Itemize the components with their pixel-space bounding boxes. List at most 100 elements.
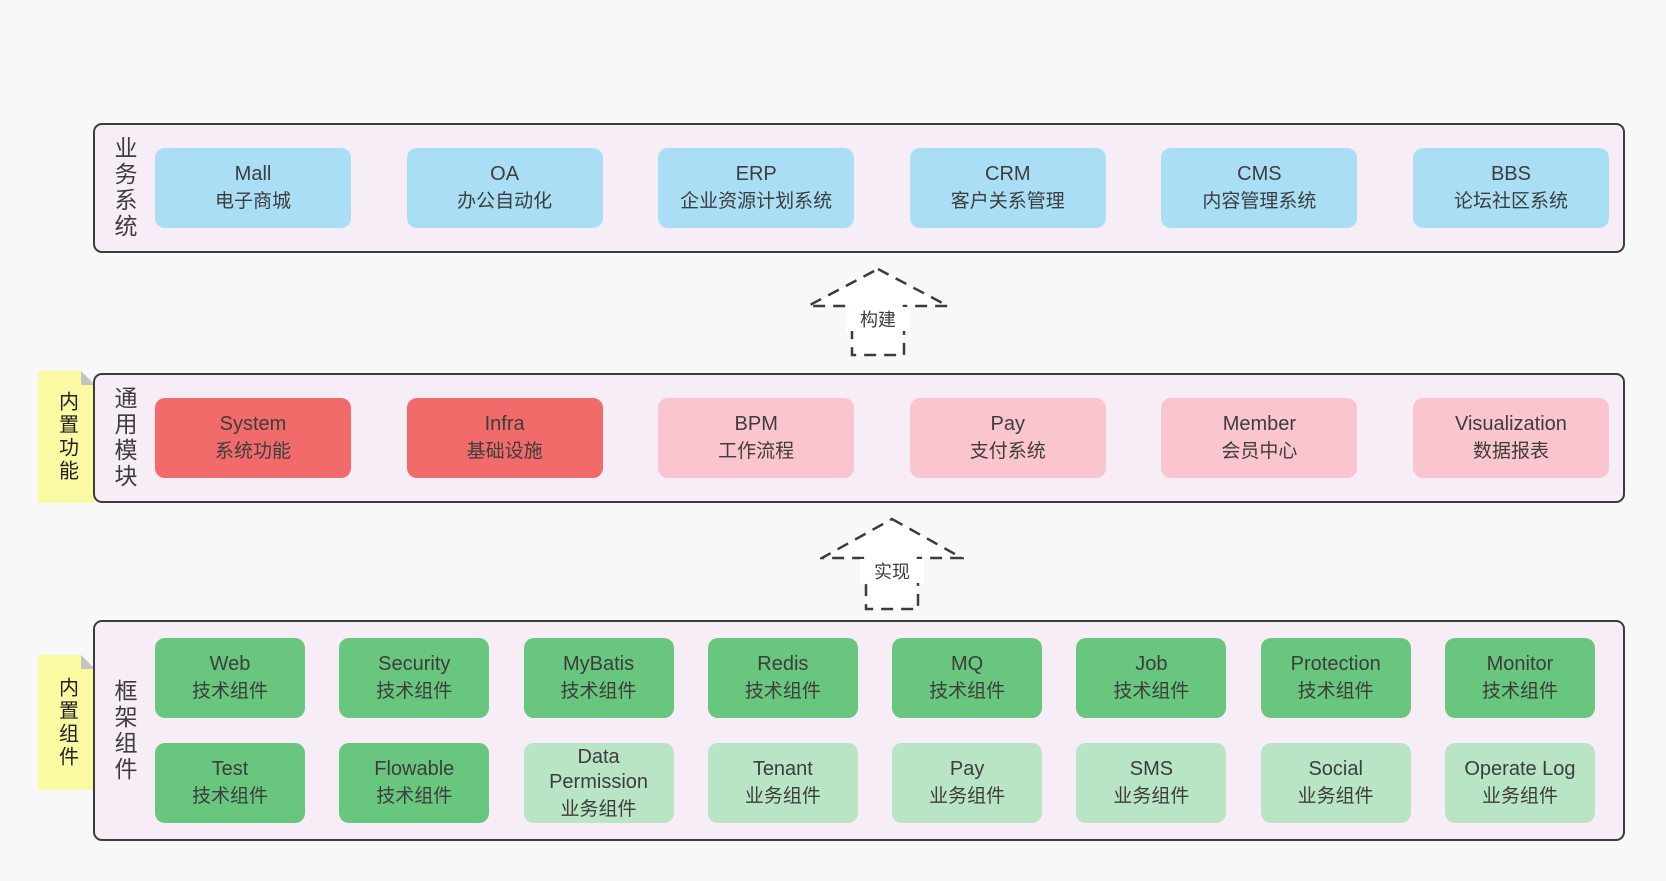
box-bpm: BPM 工作流程 bbox=[658, 398, 855, 478]
box-title: Flowable bbox=[374, 758, 455, 781]
folded-corner-icon bbox=[81, 371, 95, 385]
box-job: Job 技术组件 bbox=[1076, 638, 1227, 718]
box-title: BPM bbox=[734, 413, 778, 436]
note-built-in-components: 内置组件 bbox=[38, 655, 95, 790]
box-title: SMS bbox=[1129, 758, 1174, 781]
box-title: Mall bbox=[234, 163, 272, 186]
box-member: Member 会员中心 bbox=[1161, 398, 1358, 478]
box-security: Security 技术组件 bbox=[339, 638, 490, 718]
box-pay: Pay 支付系统 bbox=[909, 398, 1106, 478]
business-boxes-row: Mall 电子商城 OA 办公自动化 ERP 企业资源计划系统 CRM 客户关系… bbox=[155, 148, 1609, 228]
box-subtitle: 技术组件 bbox=[744, 681, 821, 703]
box-subtitle: 工作流程 bbox=[718, 441, 795, 463]
box-subtitle: 技术组件 bbox=[376, 786, 453, 808]
note-body bbox=[38, 371, 95, 503]
box-subtitle: 论坛社区系统 bbox=[1453, 191, 1568, 213]
box-subtitle: 数据报表 bbox=[1472, 441, 1549, 463]
box-flowable: Flowable 技术组件 bbox=[339, 743, 490, 823]
box-title: Redis bbox=[757, 653, 809, 676]
components-row-2: Test 技术组件 Flowable 技术组件 Data Permission … bbox=[155, 743, 1595, 823]
box-mybatis: MyBatis 技术组件 bbox=[523, 638, 674, 718]
box-title: Protection bbox=[1290, 653, 1381, 676]
box-cms: CMS 内容管理系统 bbox=[1161, 148, 1358, 228]
box-subtitle: 业务组件 bbox=[744, 786, 821, 808]
box-subtitle: 技术组件 bbox=[1113, 681, 1190, 703]
box-title: Pay bbox=[949, 758, 985, 781]
build-arrow-icon: 构建 bbox=[807, 267, 949, 357]
box-title: CMS bbox=[1237, 163, 1282, 186]
box-title: Visualization bbox=[1455, 413, 1567, 436]
box-erp: ERP 企业资源计划系统 bbox=[658, 148, 855, 228]
box-protection: Protection 技术组件 bbox=[1260, 638, 1411, 718]
arrow-label-bg bbox=[860, 559, 924, 583]
note-label: 内置功能 bbox=[55, 391, 78, 483]
band-label-business: 业务系统 bbox=[111, 136, 137, 240]
arrow-label: 实现 bbox=[874, 562, 910, 582]
box-system: System 系统功能 bbox=[155, 398, 351, 478]
box-subtitle: 业务组件 bbox=[560, 798, 637, 820]
box-subtitle: 内容管理系统 bbox=[1202, 191, 1317, 213]
arrow-label: 构建 bbox=[860, 310, 896, 330]
box-infra: Infra 基础设施 bbox=[406, 398, 603, 478]
box-subtitle: 技术组件 bbox=[560, 681, 637, 703]
box-title: Security bbox=[378, 653, 451, 676]
note-body bbox=[38, 655, 95, 790]
box-social: Social 业务组件 bbox=[1260, 743, 1411, 823]
box-title: Test bbox=[211, 758, 249, 781]
box-tenant: Tenant 业务组件 bbox=[707, 743, 858, 823]
framework-components-band: 框架组件 Web 技术组件 Security 技术组件 MyBatis 技术组件… bbox=[93, 620, 1625, 841]
box-title: Member bbox=[1222, 413, 1297, 436]
note-label: 内置组件 bbox=[55, 676, 78, 769]
box-subtitle: 系统功能 bbox=[214, 441, 291, 463]
box-title: OA bbox=[490, 163, 520, 186]
box-title: Operate Log bbox=[1464, 758, 1576, 781]
box-subtitle: 企业资源计划系统 bbox=[680, 191, 833, 213]
box-subtitle: 会员中心 bbox=[1221, 441, 1298, 463]
components-boxes-grid: Web 技术组件 Security 技术组件 MyBatis 技术组件 Redi… bbox=[155, 638, 1595, 823]
band-label-modules: 通用模块 bbox=[111, 386, 137, 490]
box-data-permission: Data Permission 业务组件 bbox=[523, 743, 674, 823]
box-title: Data Permission bbox=[549, 745, 649, 793]
box-subtitle: 技术组件 bbox=[1297, 681, 1374, 703]
box-subtitle: 技术组件 bbox=[376, 681, 453, 703]
arrow-label-bg bbox=[846, 307, 910, 331]
common-modules-band: 通用模块 System 系统功能 Infra 基础设施 BPM 工作流程 Pay… bbox=[93, 373, 1625, 503]
box-operate-log: Operate Log 业务组件 bbox=[1444, 743, 1595, 823]
box-oa: OA 办公自动化 bbox=[406, 148, 603, 228]
box-subtitle: 基础设施 bbox=[466, 441, 543, 463]
box-pay-component: Pay 业务组件 bbox=[892, 743, 1043, 823]
box-test: Test 技术组件 bbox=[155, 743, 305, 823]
box-title: Monitor bbox=[1486, 653, 1554, 676]
box-title: Social bbox=[1308, 758, 1363, 781]
box-redis: Redis 技术组件 bbox=[707, 638, 858, 718]
box-title: Pay bbox=[990, 413, 1026, 436]
folded-corner-icon bbox=[81, 655, 95, 669]
box-title: MyBatis bbox=[563, 653, 635, 676]
box-mq: MQ 技术组件 bbox=[892, 638, 1043, 718]
box-title: Infra bbox=[484, 413, 525, 436]
box-title: System bbox=[219, 413, 287, 436]
box-title: Job bbox=[1135, 653, 1168, 676]
implement-arrow-icon: 实现 bbox=[820, 517, 964, 611]
box-title: ERP bbox=[735, 163, 777, 186]
box-title: Web bbox=[209, 653, 251, 676]
box-subtitle: 业务组件 bbox=[1113, 786, 1190, 808]
note-built-in-features: 内置功能 bbox=[38, 371, 95, 503]
box-subtitle: 电子商城 bbox=[214, 191, 291, 213]
box-subtitle: 客户关系管理 bbox=[950, 191, 1065, 213]
box-subtitle: 业务组件 bbox=[929, 786, 1006, 808]
business-systems-band: 业务系统 Mall 电子商城 OA 办公自动化 ERP 企业资源计划系统 CRM… bbox=[93, 123, 1625, 253]
box-subtitle: 技术组件 bbox=[191, 681, 268, 703]
box-subtitle: 办公自动化 bbox=[457, 191, 553, 213]
components-row-1: Web 技术组件 Security 技术组件 MyBatis 技术组件 Redi… bbox=[155, 638, 1595, 718]
box-subtitle: 技术组件 bbox=[929, 681, 1006, 703]
box-crm: CRM 客户关系管理 bbox=[909, 148, 1106, 228]
box-visualization: Visualization 数据报表 bbox=[1412, 398, 1609, 478]
box-title: BBS bbox=[1490, 163, 1531, 186]
band-label-components: 框架组件 bbox=[111, 678, 137, 783]
box-monitor: Monitor 技术组件 bbox=[1444, 638, 1595, 718]
box-subtitle: 支付系统 bbox=[969, 441, 1046, 463]
box-web: Web 技术组件 bbox=[155, 638, 305, 718]
box-mall: Mall 电子商城 bbox=[155, 148, 351, 228]
